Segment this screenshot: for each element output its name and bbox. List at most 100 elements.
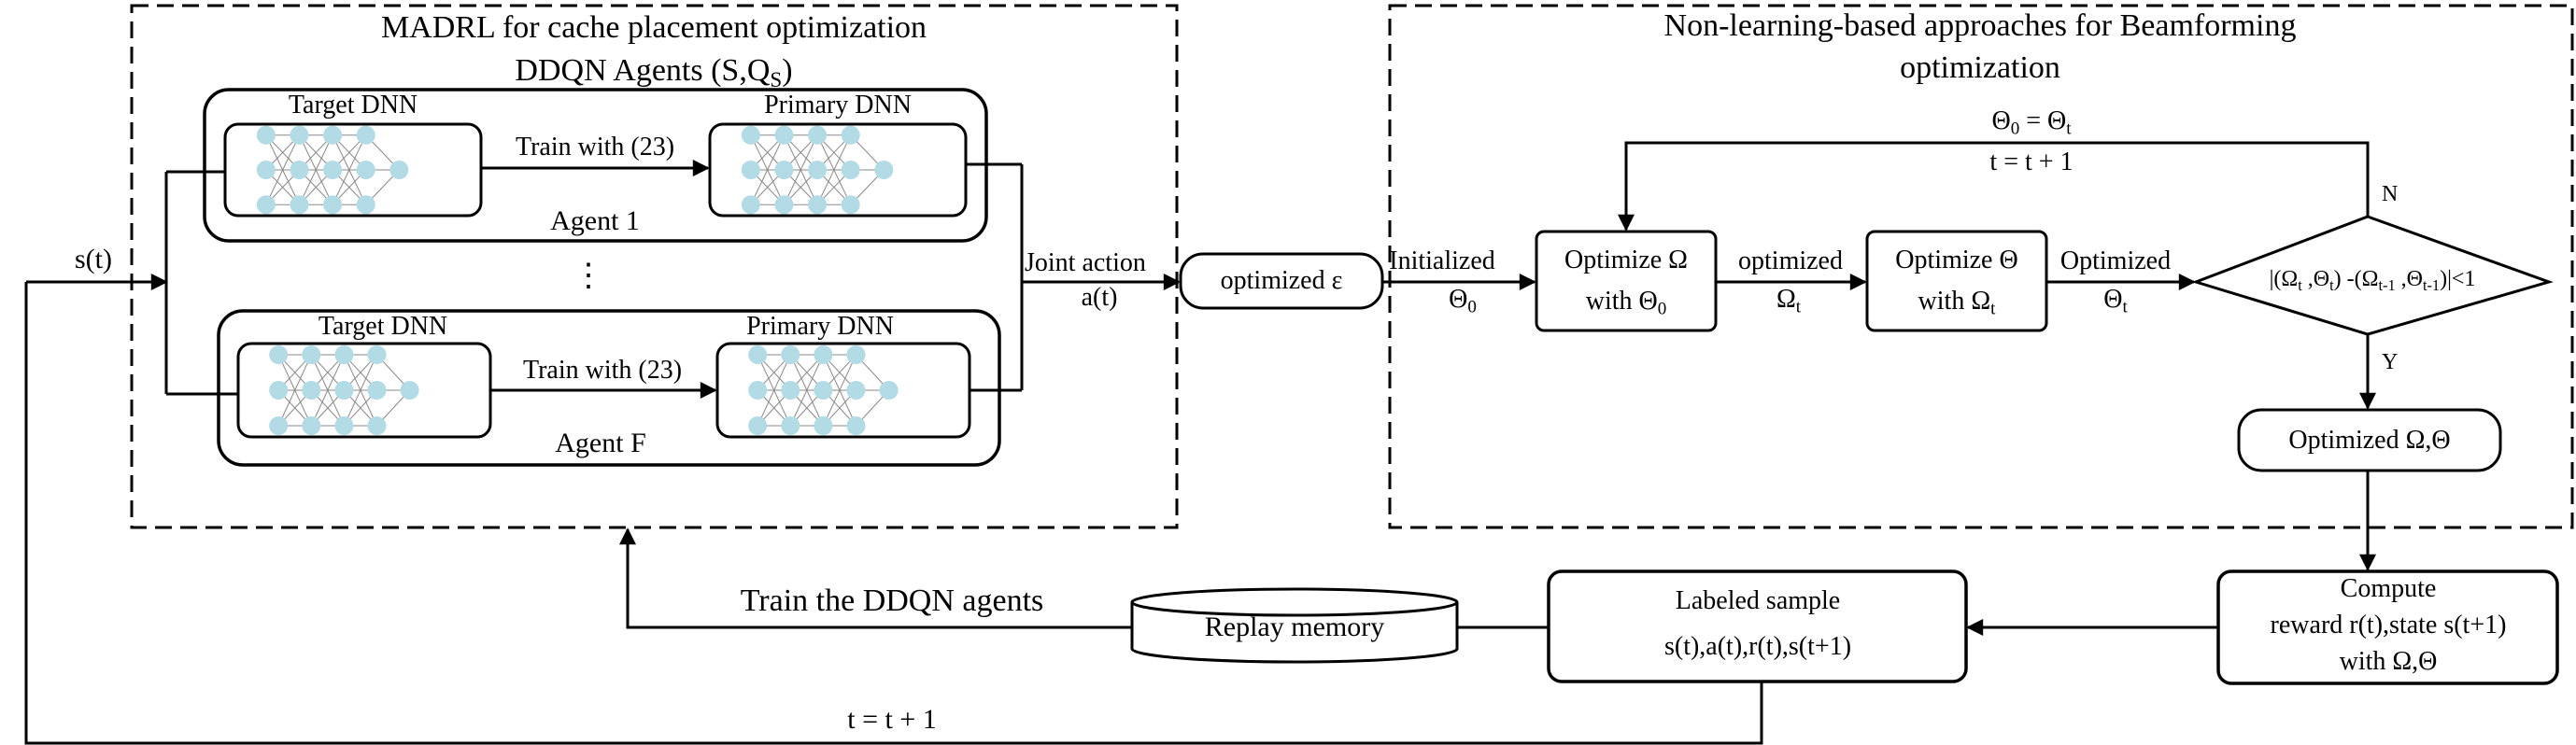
network-edge (789, 354, 824, 427)
beamforming-title-line1: Non-learning-based approaches for Beamfo… (1663, 8, 2297, 43)
network-node (741, 161, 760, 179)
feedback-theta-assign: Θ0 = Θt (1991, 106, 2072, 139)
network-node (356, 195, 375, 215)
network-edge (299, 134, 333, 205)
convergence-diamond (2191, 215, 2554, 336)
joint-action-label: Joint action (1025, 248, 1146, 277)
network-node (256, 125, 276, 145)
agent-1-target-dnn-label: Target DNN (288, 91, 418, 119)
beamforming-title-line2: optimization (1900, 50, 2060, 85)
network-node (290, 125, 309, 145)
train-agents-arrow (619, 527, 1132, 629)
agent-1-name: Agent 1 (550, 205, 640, 236)
network-node (879, 381, 899, 400)
network-node (367, 416, 387, 435)
network-node (256, 195, 276, 215)
agent-1-primary-dnn-label: Primary DNN (764, 91, 912, 119)
optimize-omega-line1: Optimize Ω (1564, 246, 1689, 274)
optimized-result-label: Optimized Ω,Θ (2288, 426, 2451, 455)
labeled-sample-line2: s(t),a(t),r(t),s(t+1) (1663, 632, 1852, 661)
optimized-theta-t: Θt (2103, 285, 2128, 317)
network-node (846, 381, 866, 400)
optimized-theta-label: Optimized (2059, 246, 2172, 275)
network-node (302, 345, 321, 364)
network-node (781, 381, 800, 400)
network-edge (332, 134, 367, 205)
network-node (741, 125, 760, 145)
network-node (781, 345, 800, 364)
network-edge (277, 354, 312, 427)
network-edge (816, 134, 852, 205)
agent-1-primary-network-icon (741, 125, 894, 215)
yes-label: Y (2382, 350, 2399, 374)
outer-loop-line (24, 282, 1763, 745)
network-node (874, 161, 894, 179)
outer-loop-label: t = t + 1 (847, 704, 937, 735)
optimized-epsilon-label: optimized ε (1220, 266, 1343, 295)
replay-memory-label: Replay memory (1204, 611, 1385, 642)
optimized-omega-label: optimized (1738, 246, 1843, 275)
network-node (290, 195, 309, 215)
network-node (781, 416, 800, 435)
network-node (748, 381, 768, 400)
network-node (808, 195, 828, 215)
network-node (269, 416, 289, 435)
network-edge (822, 354, 856, 427)
network-node (334, 381, 354, 400)
network-node (367, 345, 387, 364)
agent-f-train-label: Train with (23) (522, 356, 683, 385)
initialized-theta0: Θ0 (1449, 285, 1477, 317)
agent-f-target-network-icon (269, 345, 419, 435)
network-node (256, 161, 276, 179)
network-node (841, 161, 860, 179)
network-edge (310, 354, 345, 427)
train-agents-label: Train the DDQN agents (740, 583, 1044, 618)
network-node (748, 416, 768, 435)
madrl-title: MADRL for cache placement optimization (380, 10, 927, 45)
network-node (808, 161, 828, 179)
compute-line2: reward r(t),state s(t+1) (2270, 611, 2507, 640)
network-node (356, 125, 375, 145)
optimize-theta-line2: with Ωt (1918, 287, 1996, 319)
network-edge (784, 134, 818, 205)
network-edge (757, 354, 791, 427)
network-node (846, 416, 866, 435)
state-label: s(t) (75, 244, 112, 274)
network-node (846, 345, 866, 364)
compute-line1: Compute (2340, 574, 2437, 603)
optimized-omega-t: Ωt (1776, 285, 1802, 317)
labeled-sample-line1: Labeled sample (1675, 586, 1841, 615)
network-node (269, 381, 289, 400)
convergence-condition: |(Ωt ,Θt) -(Ωt-1 ,Θt-1)|<1 (2269, 267, 2476, 294)
neural-network-glyphs (256, 125, 899, 435)
network-node (748, 345, 768, 364)
network-node (302, 416, 321, 435)
network-node (334, 345, 354, 364)
feedback-loop-line (1618, 141, 2370, 232)
network-node (334, 416, 354, 435)
compute-line3: with Ω,Θ (2339, 647, 2438, 676)
beamforming-group-box (1388, 4, 2574, 529)
network-node (290, 161, 309, 179)
agent-1-target-network-icon (256, 125, 409, 215)
no-label: N (2382, 182, 2399, 206)
network-node (808, 125, 828, 145)
ddqn-agents-title: DDQN Agents (S,QS) (515, 53, 793, 92)
optimize-omega-line2: with Θ0 (1585, 287, 1667, 319)
network-node (774, 195, 794, 215)
network-node (814, 381, 833, 400)
agent-f-container (217, 309, 1001, 467)
network-node (302, 381, 321, 400)
network-node (841, 195, 860, 215)
network-node (841, 125, 860, 145)
network-node (814, 345, 833, 364)
feedback-increment: t = t + 1 (1989, 148, 2074, 176)
network-node (356, 161, 375, 179)
network-node (269, 345, 289, 364)
replay-memory-cylinder (1130, 587, 1459, 664)
network-edge (343, 354, 377, 427)
network-edge (265, 134, 300, 205)
network-node (367, 381, 387, 400)
agents-ellipsis: ⋮ (573, 259, 604, 293)
